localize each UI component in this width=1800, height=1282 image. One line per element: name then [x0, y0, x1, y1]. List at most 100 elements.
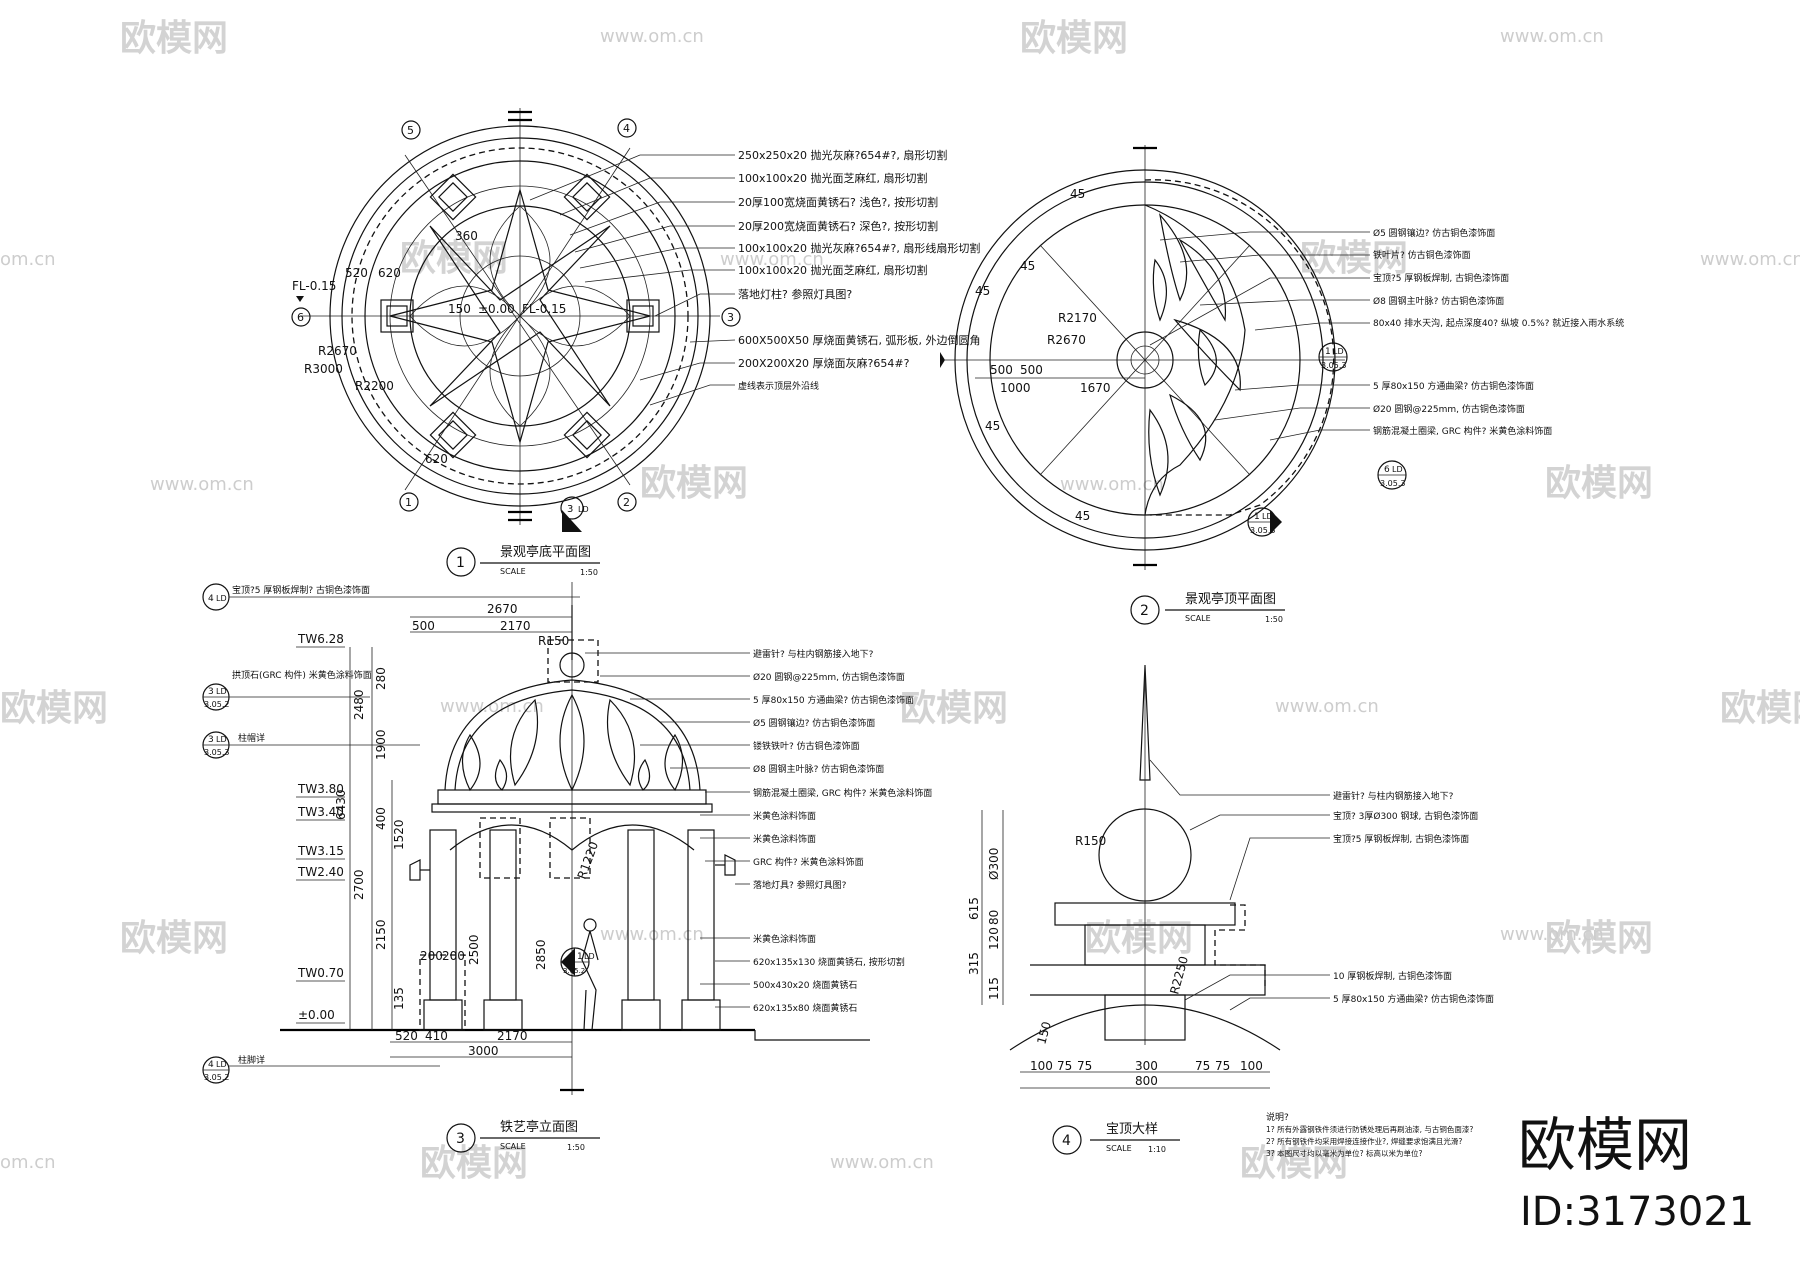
ref-code: 3.05.3 — [1250, 526, 1275, 535]
watermark-url-partial: om.cn — [0, 1152, 56, 1173]
finial-detail-drawing: R150 Ø300 615 80 120 315 115 R2250 150 1… — [967, 664, 1494, 1158]
dimension: 115 — [987, 977, 1001, 1000]
axis-bubble: 5 — [401, 120, 421, 140]
dimension: 75 — [1077, 1059, 1092, 1073]
watermark-url-text: www.om.cn — [1275, 696, 1379, 717]
ref-num: 1 — [1325, 347, 1331, 357]
human-figure-icon — [581, 918, 599, 1031]
section-marker-num: 3 — [567, 504, 573, 515]
dimension: 2480 — [352, 689, 366, 720]
axis-label: 4 — [623, 122, 630, 135]
dimension: 75 — [1195, 1059, 1210, 1073]
axis-bubble: 1 — [399, 492, 419, 512]
dimension: 800 — [1135, 1074, 1158, 1088]
watermark-url-text: www.om.cn — [600, 26, 704, 47]
angle-dimension: 45 — [975, 284, 990, 298]
column — [621, 829, 661, 1031]
scale-value: 1:50 — [580, 568, 598, 577]
wall-lamp-icon — [715, 854, 736, 876]
radius-dimension: R3000 — [304, 362, 343, 376]
detail-reference: 3 LD 3.05.3 柱帽详 — [202, 731, 420, 759]
radius-dimension: R2250 — [1167, 955, 1191, 996]
annotation-note: 5 厚80x150 方通曲梁? 仿古铜色漆饰面 — [1373, 380, 1534, 392]
level-markers: TW6.28 TW3.80 TW3.40 TW3.15 TW2.40 TW0.7… — [296, 632, 345, 1024]
radius-dimension: R150 — [538, 634, 569, 648]
dimension: 135 — [392, 987, 406, 1010]
dimension: 200 — [420, 949, 443, 963]
dimension: 615 — [967, 897, 981, 920]
radius-dimension: R2670 — [1047, 333, 1086, 347]
dimension: 150 — [448, 302, 471, 316]
annotation-note: 铁叶片? 仿古铜色漆饰面 — [1373, 249, 1471, 261]
ref-sheet: LD — [1392, 465, 1403, 474]
drawing-title-block: 4 宝顶大样 SCALE 1:10 — [1052, 1122, 1180, 1155]
annotation-note: Ø5 圆钢镶边? 仿古铜色漆饰面 — [753, 717, 875, 729]
ref-code: 3.05.3 — [204, 748, 229, 757]
annotation-note: 100x100x20 抛光面芝麻红, 扇形切割 — [738, 263, 928, 277]
dimension: 100 — [1030, 1059, 1053, 1073]
annotation-list: 避雷针? 与柱内钢筋接入地下? Ø20 圆钢@225mm, 仿古铜色漆饰面 5 … — [585, 648, 932, 1014]
dimension: 2670 — [487, 602, 518, 616]
leaf-ornament-pattern — [1144, 204, 1246, 516]
watermark-url-text: www.om.cn — [720, 249, 824, 270]
drawing-title: 景观亭底平面图 — [500, 544, 591, 560]
annotation-note: 80x40 排水天沟, 起点深度40? 纵坡 0.5%? 就近接入雨水系统 — [1373, 317, 1624, 329]
column-square — [563, 411, 611, 459]
watermark-logo-text: 欧模网 — [420, 1143, 528, 1184]
detail-reference: 4 LD 宝顶?5 厚钢板焊制? 古铜色漆饰面 — [202, 583, 580, 611]
annotation-note: 620x135x130 烧面黄锈石, 按形切割 — [753, 956, 905, 968]
annotation-note: 虚线表示顶层外沿线 — [738, 380, 819, 392]
annotation-note: 100x100x20 抛光灰麻?654#?, 扇形线扇形切割 — [738, 241, 980, 255]
dimension: 200 — [442, 949, 465, 963]
ref-num: 4 — [208, 594, 214, 604]
annotation-note: 避雷针? 与柱内钢筋接入地下? — [753, 648, 874, 660]
dimension: 100 — [1240, 1059, 1263, 1073]
direction-arrow-icon — [940, 352, 945, 368]
level-label: TW6.28 — [297, 632, 344, 646]
axis-bubble: 3 — [721, 307, 741, 327]
ref-num: 3 — [208, 687, 214, 697]
annotation-note: 20厚200宽烧面黄锈石? 深色?, 按形切割 — [738, 219, 938, 233]
drawing-title-block: 3 铁艺亭立面图 SCALE 1:50 — [446, 1119, 600, 1153]
drawing-number: 2 — [1140, 603, 1149, 619]
ref-code: 3.05.2 — [204, 1073, 229, 1082]
axis-bubble: 6 — [291, 307, 311, 327]
annotation-note: 600X500X50 厚烧面黄锈石, 弧形板, 外边倒圆角 — [738, 333, 981, 347]
ref-note: 宝顶?5 厚钢板焊制? 古铜色漆饰面 — [232, 584, 370, 596]
dimension: 500 — [1020, 363, 1043, 377]
dimension: 1000 — [1000, 381, 1031, 395]
dimension: 2150 — [374, 919, 388, 950]
annotation-note: 10 厚钢板焊制, 古铜色漆饰面 — [1333, 970, 1452, 982]
dimension: 500 — [412, 619, 435, 633]
ref-num: 1 — [1254, 512, 1260, 522]
ref-code: 3.05.3 — [1321, 361, 1346, 370]
radius-dimension: R2200 — [355, 379, 394, 393]
annotation-note: 米黄色涂料饰面 — [753, 833, 816, 845]
dimension: Ø300 — [987, 848, 1001, 880]
scale-value: 1:50 — [567, 1143, 585, 1152]
annotation-note: 5 厚80x150 方通曲梁? 仿古铜色漆饰面 — [753, 694, 914, 706]
watermark-logo-text: 欧模网 — [1545, 918, 1653, 959]
drawing-title-block: 2 景观亭顶平面图 SCALE 1:50 — [1130, 591, 1285, 625]
column — [483, 829, 523, 1031]
level-marker: FL-0.15 — [292, 279, 336, 293]
annotation-note: 100x100x20 抛光面芝麻红, 扇形切割 — [738, 171, 928, 185]
annotation-note: 620x135x80 烧面黄锈石 — [753, 1002, 857, 1014]
dimension: 300 — [1135, 1059, 1158, 1073]
angle-dimension: 45 — [985, 419, 1000, 433]
floor-plan-drawing: 5 4 6 3 1 2 FL-0.15 R2670 R3000 R2200 52… — [291, 108, 981, 577]
column-square — [429, 173, 477, 221]
annotation-note: 20厚100宽烧面黄锈石? 浅色?, 按形切割 — [738, 195, 938, 209]
drawing-title-block: 1 景观亭底平面图 SCALE 1:50 — [446, 544, 600, 577]
annotation-note: Ø5 圆钢镶边? 仿古铜色漆饰面 — [1373, 227, 1495, 239]
detail-reference: 1 LD 3.05.2 — [560, 947, 595, 977]
dimension: 80 — [987, 910, 1001, 925]
axis-label: 3 — [727, 311, 734, 324]
ref-code: 3.05.2 — [204, 700, 229, 709]
watermark-layer: 欧模网 欧模网 欧模网 欧模网 欧模网 欧模网 欧模网 欧模网 欧模网 欧模网 … — [0, 18, 1800, 1184]
watermark-url-text: www.om.cn — [440, 696, 544, 717]
dimension: 2700 — [352, 869, 366, 900]
scale-label: SCALE — [500, 567, 526, 576]
dimension: 1670 — [1080, 381, 1111, 395]
dimension: 150 — [1034, 1020, 1053, 1046]
